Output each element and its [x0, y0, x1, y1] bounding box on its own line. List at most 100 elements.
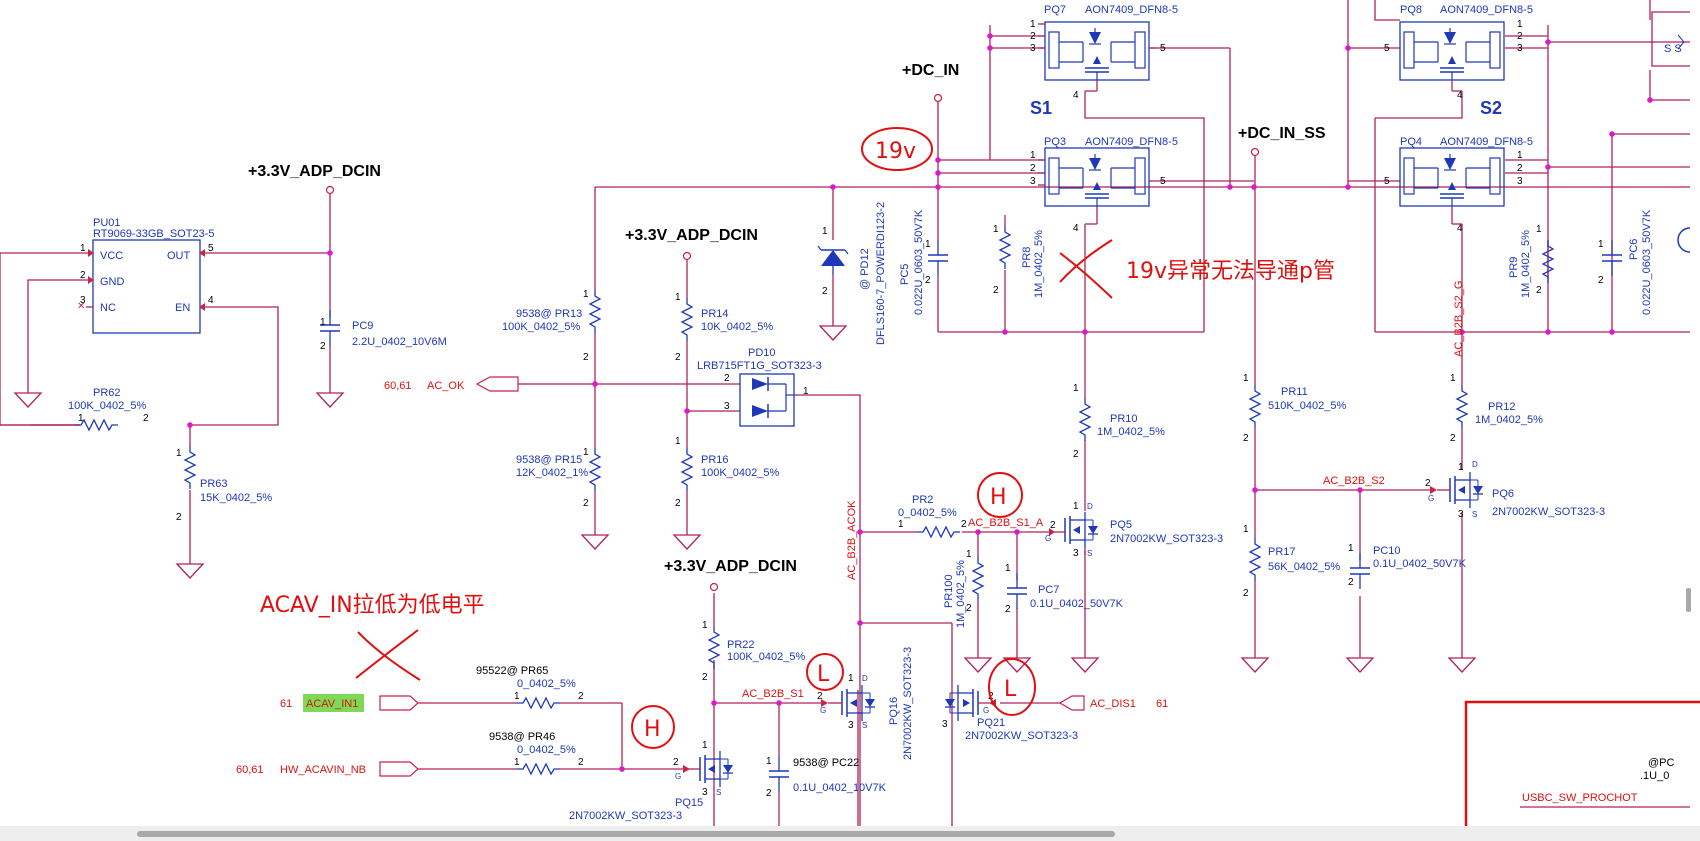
svg-text:1: 1 [966, 549, 972, 560]
annotation-high-2: H [631, 705, 675, 749]
svg-text:G: G [1428, 494, 1434, 503]
annotation-text: H [990, 485, 1007, 510]
capacitor-pc7: PC7 0.1U_0402_50V7K 1 2 [1005, 563, 1124, 615]
svg-text:✕: ✕ [77, 301, 85, 312]
net-flag-hw-acavin-nb[interactable]: 60,61 HW_ACAVIN_NB [236, 761, 419, 777]
svg-text:3: 3 [1517, 176, 1523, 187]
component-value: 0.1U_0402_50V7K [1373, 558, 1467, 570]
svg-text:G: G [983, 706, 989, 715]
svg-text:3: 3 [1517, 43, 1523, 54]
component-ref: PQ6 [1492, 488, 1514, 500]
svg-text:2: 2 [1030, 31, 1036, 42]
switch-label-s2: S2 [1480, 98, 1502, 118]
nmos-pq16: PQ16 2N7002KW_SOT323-3 2 1 3 D S G [817, 647, 914, 760]
svg-text:S: S [716, 788, 721, 797]
svg-text:3: 3 [1030, 176, 1036, 187]
component-ref: 9538@ PR13 [516, 308, 582, 320]
net-flag-ac-dis1[interactable]: AC_DIS1 61 [1058, 695, 1168, 711]
component-ref: PR9 [1508, 257, 1520, 278]
component-value: 510K_0402_5% [1268, 400, 1347, 412]
component-value: 2N7002KW_SOT323-3 [569, 810, 682, 822]
rail-label: +3.3V_ADP_DCIN [248, 163, 381, 180]
annotation-19v: 19v [861, 127, 933, 171]
svg-text:2: 2 [1517, 163, 1523, 174]
svg-text:3: 3 [1458, 509, 1464, 520]
svg-text:2: 2 [961, 519, 967, 530]
svg-text:2: 2 [1536, 285, 1542, 296]
svg-text:1: 1 [1030, 150, 1036, 161]
annotation-low-2: L [988, 658, 1036, 716]
vertical-scrollbar-thumb[interactable] [1686, 588, 1691, 612]
annotation-text: ACAV_IN拉低为低电平 [260, 593, 485, 618]
net-name: HW_ACAVIN_NB [280, 764, 366, 776]
page-ref: 61 [280, 698, 292, 710]
component-value: AON7409_DFN8-5 [1085, 136, 1178, 148]
component-ref: PQ15 [675, 797, 703, 809]
svg-text:1: 1 [1598, 239, 1604, 250]
svg-text:3: 3 [724, 401, 730, 412]
svg-text:1: 1 [1005, 563, 1011, 574]
component-ref: PQ8 [1400, 4, 1422, 16]
resistor-pr17: PR17 56K_0402_5% 1 2 [1243, 524, 1340, 599]
net-label-ac-b2b-s1: AC_B2B_S1 [742, 688, 804, 700]
component-value: DFLS160-7_POWERDI123-2 [875, 202, 887, 345]
svg-text:G: G [1045, 534, 1051, 543]
component-value: 56K_0402_5% [1268, 561, 1340, 573]
svg-text:1: 1 [675, 436, 681, 447]
offpage-block-top: S S [1651, 11, 1690, 67]
component-ref: PC5 [899, 264, 911, 285]
net-flag-ac-ok[interactable]: 60,61 AC_OK [384, 376, 519, 392]
svg-text:2: 2 [925, 275, 931, 286]
svg-text:2: 2 [822, 286, 828, 297]
svg-text:1: 1 [993, 224, 999, 235]
svg-text:2: 2 [966, 603, 972, 614]
svg-text:2: 2 [1450, 433, 1456, 444]
net-flag-acav-in1[interactable]: 61 ACAV_IN1 [280, 694, 419, 712]
capacitor-pc10: PC10 0.1U_0402_50V7K 1 2 [1348, 543, 1467, 590]
resistor-pr8: PR8 1M_0402_5% 1 2 [993, 224, 1045, 298]
svg-text:2: 2 [766, 788, 772, 799]
svg-text:2: 2 [1030, 163, 1036, 174]
pmos-pq3: PQ3 AON7409_DFN8-5 1 2 3 5 4 [1030, 136, 1178, 234]
component-value: 2.2U_0402_10V6M [352, 336, 447, 348]
svg-text:3: 3 [1030, 43, 1036, 54]
nmos-pq21: PQ21 2N7002KW_SOT323-3 2 3 G [942, 684, 1078, 742]
net-name: AC_OK [427, 380, 465, 392]
pin-label-nc: NC [100, 302, 116, 314]
svg-text:2: 2 [1598, 275, 1604, 286]
svg-text:1: 1 [1030, 19, 1036, 30]
pu01-regulator: 1 2 3 5 4 ✕ PU01 RT9069-33GB_SOT23-5 VCC… [77, 217, 214, 334]
svg-text:2: 2 [1425, 478, 1431, 489]
component-value: 2N7002KW_SOT323-3 [1492, 506, 1605, 518]
horizontal-scrollbar[interactable] [0, 826, 1700, 841]
svg-text:1: 1 [176, 448, 182, 459]
net-label-ac-b2b-acok: AC_B2B_ACOK [846, 500, 858, 580]
component-ref: PR8 [1021, 247, 1033, 268]
component-ref: PR11 [1281, 386, 1308, 398]
rail-adp-dcin-2: +3.3V_ADP_DCIN [625, 227, 758, 261]
component-value: 0_0402_5% [517, 678, 576, 690]
net-highlight [303, 694, 364, 712]
resistor-pr2: PR2 0_0402_5% 1 2 [898, 494, 967, 538]
rail-dc-in: +DC_IN [902, 62, 959, 103]
svg-text:1: 1 [925, 239, 931, 250]
svg-text:1: 1 [803, 386, 809, 397]
page-ref: 61 [1156, 698, 1168, 710]
component-ref: PR17 [1268, 546, 1296, 558]
component-value: 2N7002KW_SOT323-3 [902, 647, 914, 760]
horizontal-scrollbar-thumb[interactable] [137, 831, 1115, 837]
resistor-pr100: PR100 1M_0402_5% 1 2 [943, 549, 984, 628]
annotation-text: L [817, 662, 830, 687]
svg-text:2: 2 [583, 352, 589, 363]
component-value: 12K_0402_1% [516, 467, 588, 479]
svg-text:4: 4 [208, 295, 214, 306]
svg-text:G: G [820, 706, 826, 715]
pin-label-out: OUT [167, 250, 191, 262]
component-ref: 9538@ PR46 [489, 731, 555, 743]
component-value: 100K_0402_5% [727, 651, 806, 663]
svg-text:2: 2 [1243, 588, 1249, 599]
component-value: AON7409_DFN8-5 [1440, 4, 1533, 16]
resistor-pr15: 9538@ PR15 12K_0402_1% 1 2 [516, 447, 601, 509]
svg-text:1: 1 [583, 289, 589, 300]
